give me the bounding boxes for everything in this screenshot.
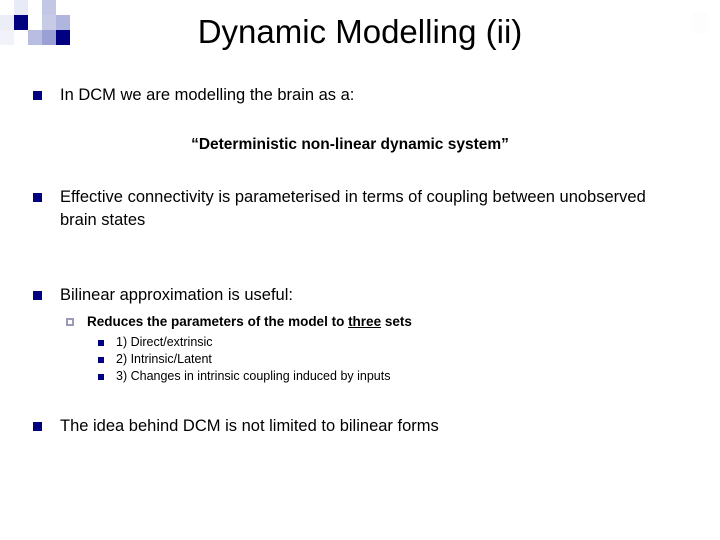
logo-cell xyxy=(28,15,42,30)
numbered-item-1-label: 1) Direct/extrinsic xyxy=(116,335,213,349)
bullet-square-icon xyxy=(33,193,42,202)
sub-bullet-text-before: Reduces the parameters of the model to xyxy=(87,314,349,329)
logo-cell xyxy=(42,30,56,45)
bullet-square-icon xyxy=(98,357,104,363)
logo-cell xyxy=(28,30,42,45)
sub-bullet-item-1-label: Reduces the parameters of the model to t… xyxy=(87,312,412,331)
logo-cell xyxy=(56,15,70,30)
numbered-item-3: 3) Changes in intrinsic coupling induced… xyxy=(0,368,720,385)
bullet-item-2: Effective connectivity is parameterised … xyxy=(0,186,720,232)
hollow-square-icon xyxy=(66,318,74,326)
logo-cell xyxy=(42,15,56,30)
bullet-square-icon xyxy=(33,422,42,431)
slide-body: In DCM we are modelling the brain as a: … xyxy=(0,84,720,438)
bullet-square-icon xyxy=(98,374,104,380)
logo-cell xyxy=(56,30,70,45)
bullet-square-icon xyxy=(98,340,104,346)
logo-cell xyxy=(28,0,42,15)
bullet-item-3-label: Bilinear approximation is useful: xyxy=(60,286,293,304)
bullet-item-4-label: The idea behind DCM is not limited to bi… xyxy=(60,417,439,435)
bullet-item-4: The idea behind DCM is not limited to bi… xyxy=(0,415,720,438)
logo-cell xyxy=(0,15,14,30)
logo-cell xyxy=(42,0,56,15)
logo-cell xyxy=(0,0,14,15)
bullet-square-icon xyxy=(33,291,42,300)
bullet-item-1-label: In DCM we are modelling the brain as a: xyxy=(60,86,355,104)
decorative-squares-logo xyxy=(0,0,70,46)
quote-line: “Deterministic non-linear dynamic system… xyxy=(191,136,509,153)
bullet-item-3: Bilinear approximation is useful: xyxy=(0,284,720,307)
sub-bullet-text-after: sets xyxy=(381,314,412,329)
logo-cell xyxy=(0,30,14,45)
sub-bullet-item-1: Reduces the parameters of the model to t… xyxy=(0,312,720,331)
logo-cell xyxy=(14,0,28,15)
numbered-item-1: 1) Direct/extrinsic xyxy=(0,334,720,351)
bullet-item-2-label: Effective connectivity is parameterised … xyxy=(60,188,646,229)
bullet-square-icon xyxy=(33,91,42,100)
logo-cell xyxy=(14,30,28,45)
logo-cell xyxy=(14,15,28,30)
page-title: Dynamic Modelling (ii) xyxy=(197,13,523,50)
numbered-item-2-label: 2) Intrinsic/Latent xyxy=(116,352,212,366)
bullet-item-1: In DCM we are modelling the brain as a: xyxy=(0,84,720,107)
logo-cell xyxy=(56,0,70,15)
numbered-item-2: 2) Intrinsic/Latent xyxy=(0,351,720,368)
sub-bullet-emphasis: three xyxy=(348,314,382,329)
numbered-item-3-label: 3) Changes in intrinsic coupling induced… xyxy=(116,369,391,383)
top-right-artifact xyxy=(692,12,708,34)
